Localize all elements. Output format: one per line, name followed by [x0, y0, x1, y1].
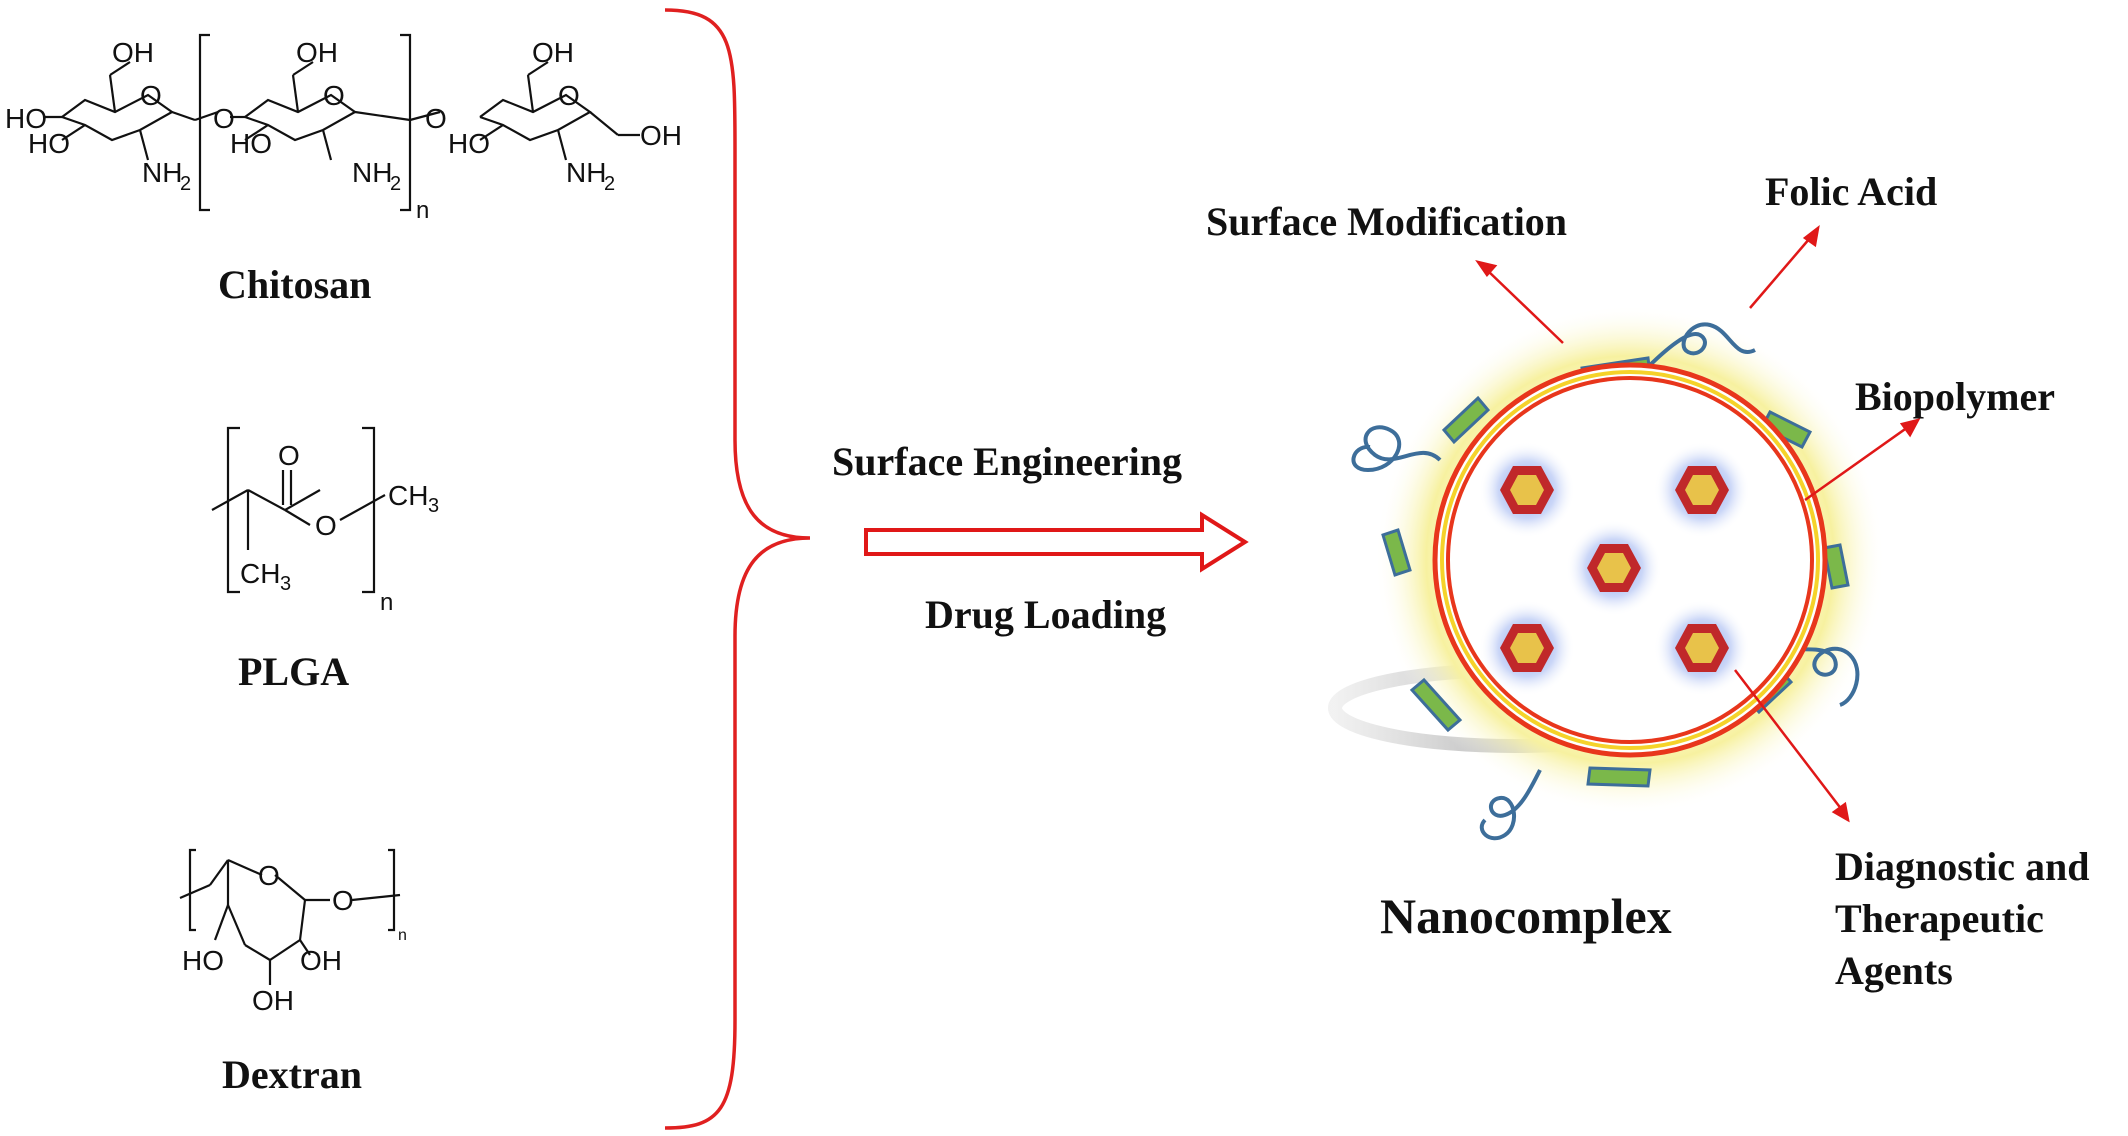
callout-arrows: [1475, 225, 1921, 823]
polymer-name-chitosan: Chitosan: [218, 262, 371, 307]
plga-structure: [211, 426, 386, 594]
atom-label: O: [258, 860, 280, 891]
atom-label: NH: [352, 157, 392, 188]
polymer-name-dextran: Dextran: [222, 1052, 362, 1097]
atom-label: 3: [280, 573, 291, 595]
atom-label: 3: [428, 495, 439, 517]
drug-agent: [1654, 600, 1750, 696]
biopolymer-patch: [1441, 395, 1491, 445]
atom-label: O: [323, 80, 345, 111]
atom-label: OH: [532, 37, 574, 68]
process-arrow: [864, 511, 1249, 573]
biopolymer-patch: [1822, 543, 1850, 590]
atom-label: NH: [566, 157, 606, 188]
dextran-atom-labels: O O HO OH OH n: [182, 860, 407, 1016]
atom-label: 2: [604, 173, 615, 195]
atom-label: CH: [240, 558, 280, 589]
label-biopolymer: Biopolymer: [1855, 374, 2055, 419]
atom-label: OH: [640, 120, 682, 151]
atom-label: HO: [448, 128, 490, 159]
atom-label: HO: [5, 103, 47, 134]
atom-label: O: [315, 510, 337, 541]
folic-acid-chains: [1351, 322, 1860, 841]
atom-label: n: [398, 927, 407, 944]
atom-label: O: [558, 80, 580, 111]
label-folic-acid: Folic Acid: [1765, 169, 1937, 214]
biopolymer-patch: [1586, 766, 1652, 788]
chitosan-atom-labels: OH HO HO O NH 2 O OH HO O NH 2 n O OH HO…: [5, 37, 682, 224]
atom-label: HO: [28, 128, 70, 159]
drug-agents: [1479, 442, 1750, 696]
atom-label: O: [278, 440, 300, 471]
atom-label: NH: [142, 157, 182, 188]
drug-agent: [1479, 442, 1575, 538]
atom-label: CH: [388, 480, 428, 511]
atom-label: O: [213, 103, 235, 134]
dextran-structure: [179, 848, 401, 985]
nanocomplex-title: Nanocomplex: [1380, 888, 1672, 944]
atom-label: 2: [180, 173, 191, 195]
atom-label: OH: [252, 985, 294, 1016]
label-agents-line1: Diagnostic and: [1835, 844, 2090, 889]
label-surface-modification: Surface Modification: [1206, 199, 1567, 244]
biopolymer-patch: [1381, 528, 1412, 577]
atom-label: n: [416, 197, 429, 224]
curly-brace: [664, 8, 811, 1130]
chitosan-structure: [45, 33, 640, 212]
drug-agent: [1566, 520, 1662, 616]
atom-label: 2: [390, 173, 401, 195]
nanocomplex-particle: [1328, 305, 1885, 841]
atom-label: O: [425, 103, 447, 134]
biopolymer-patch: [1409, 677, 1463, 733]
polymer-name-plga: PLGA: [238, 649, 349, 694]
atom-label: O: [332, 885, 354, 916]
label-drug-loading: Drug Loading: [925, 592, 1166, 637]
atom-label: HO: [230, 128, 272, 159]
drug-agent: [1654, 442, 1750, 538]
arrowhead: [1831, 801, 1850, 823]
atom-label: n: [380, 589, 393, 616]
label-agents-line3: Agents: [1835, 948, 1953, 993]
atom-label: HO: [182, 945, 224, 976]
atom-label: OH: [296, 37, 338, 68]
label-surface-engineering: Surface Engineering: [832, 439, 1182, 484]
label-agents-line2: Therapeutic: [1835, 896, 2044, 941]
arrowhead: [1802, 225, 1820, 248]
atom-label: OH: [112, 37, 154, 68]
plga-atom-labels: O O CH 3 CH 3 n: [240, 440, 439, 616]
atom-label: OH: [300, 945, 342, 976]
shell-stripe: [1440, 370, 1820, 750]
atom-label: O: [140, 80, 162, 111]
arrowhead: [1899, 418, 1921, 438]
arrowhead: [1475, 260, 1498, 278]
drug-agent: [1479, 600, 1575, 696]
